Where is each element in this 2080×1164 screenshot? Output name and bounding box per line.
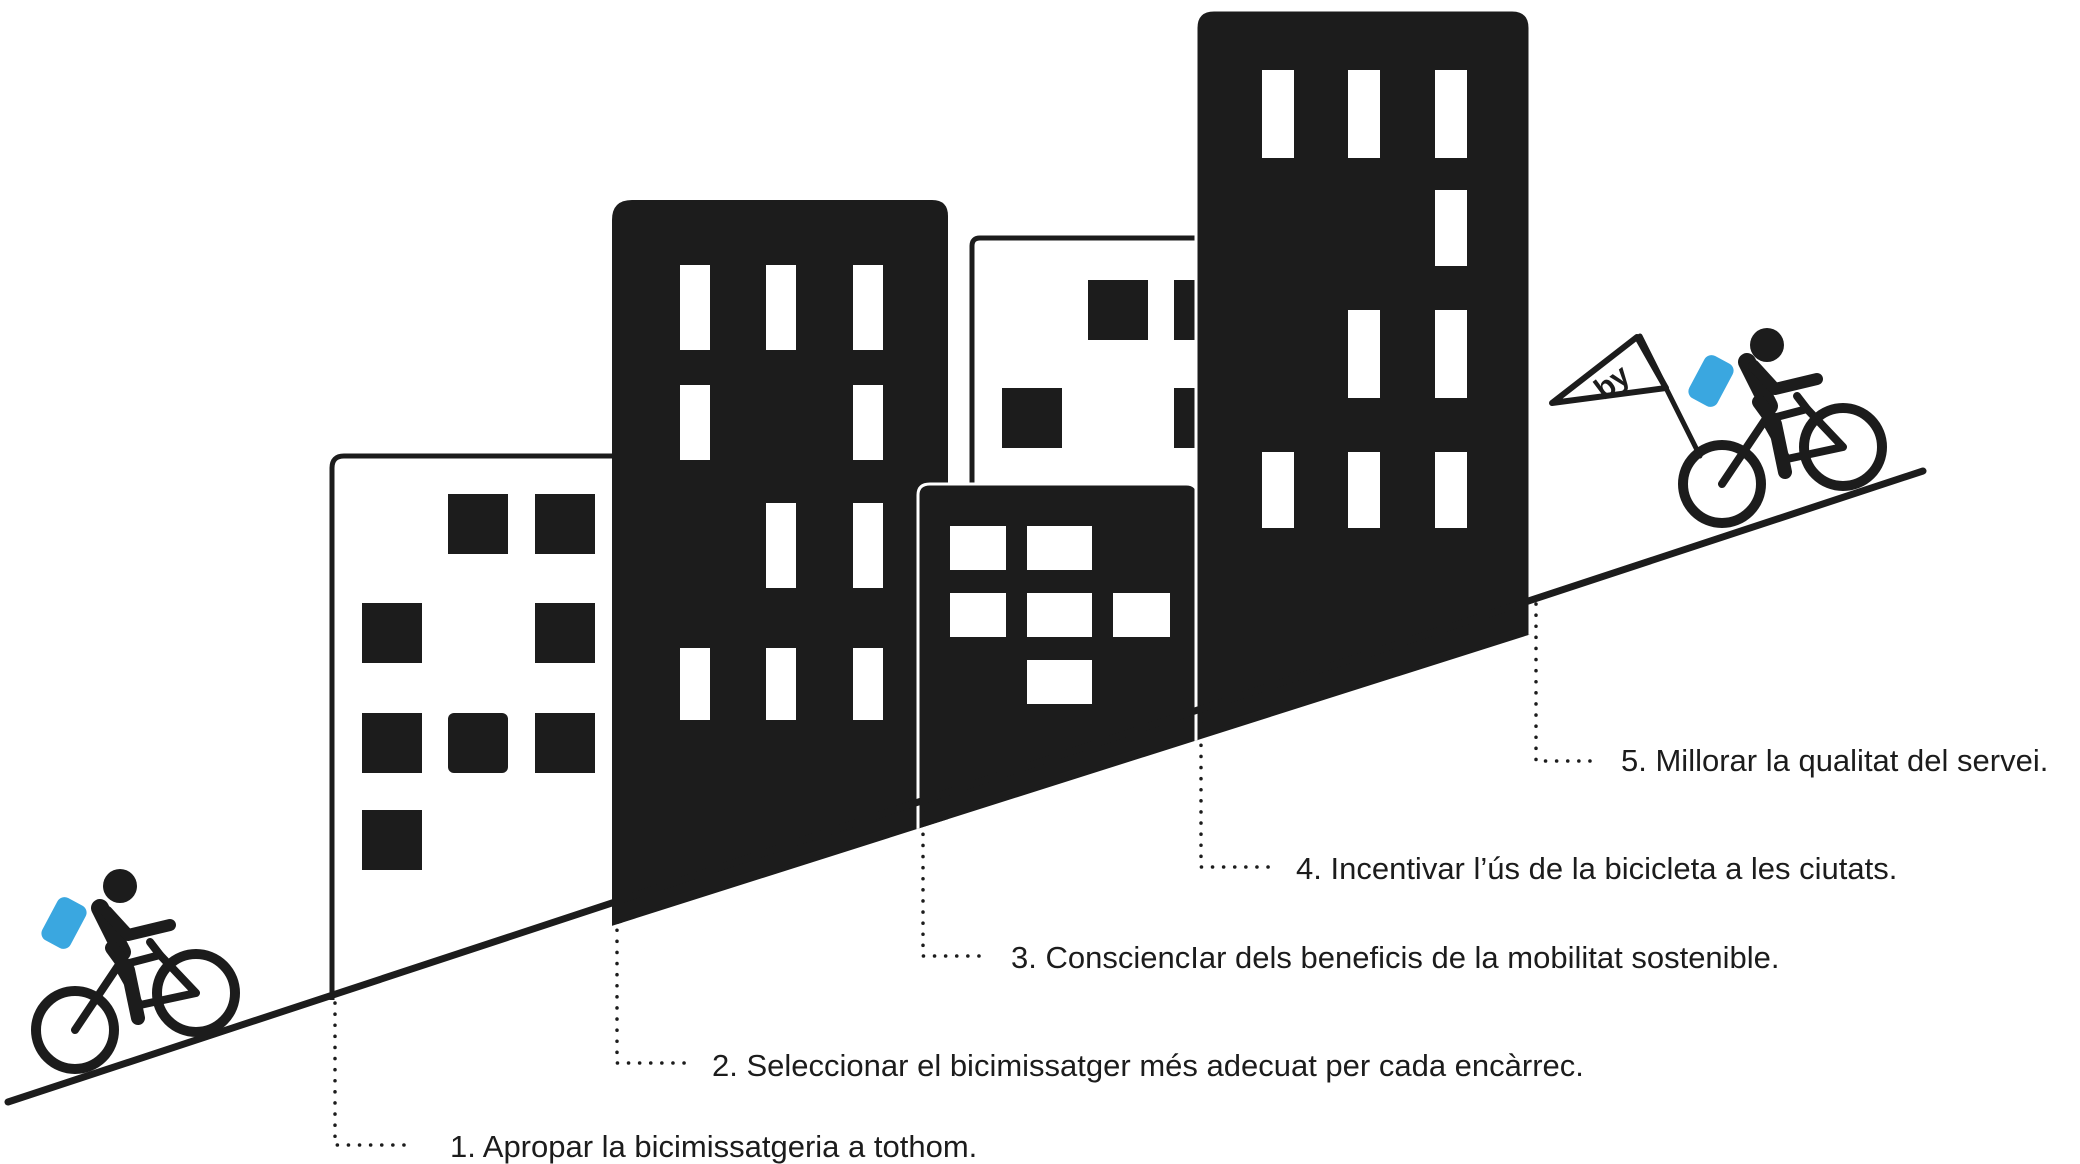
- goal-label-3: 3. ConsciencIar dels beneficis de la mob…: [1011, 942, 1780, 973]
- goal-number-2: 2.: [712, 1048, 738, 1083]
- goal-number-5: 5.: [1621, 743, 1647, 778]
- building-3-front: [916, 482, 1200, 1002]
- goal-label-4: 4. Incentivar l’ús de la bicicleta a les…: [1296, 853, 1897, 884]
- building-1: [329, 453, 623, 1000]
- goal-text-1: Apropar la bicimissatgeria a tothom.: [482, 1129, 978, 1164]
- goal-number-4: 4.: [1296, 851, 1322, 886]
- goal-text-5: Millorar la qualitat del servei.: [1655, 743, 2049, 778]
- cyclist-start-icon: [31, 869, 240, 1074]
- cyclist-finish-icon: by: [1549, 328, 1887, 528]
- leader-line-4: [1199, 710, 1274, 869]
- building-3-back: [969, 235, 1204, 520]
- hill-slope-line: [4, 467, 1927, 1106]
- goal-number-1: 1.: [450, 1129, 476, 1164]
- goal-label-5: 5. Millorar la qualitat del servei.: [1621, 745, 2048, 776]
- leader-lines: [333, 602, 1602, 1147]
- goal-number-3: 3.: [1011, 940, 1037, 975]
- flag-pennant: [1549, 334, 1669, 406]
- goal-text-3: ConsciencIar dels beneficis de la mobili…: [1045, 940, 1780, 975]
- leader-line-1: [333, 1001, 407, 1147]
- goal-label-2: 2. Seleccionar el bicimissatger més adec…: [712, 1050, 1584, 1081]
- goal-text-2: Seleccionar el bicimissatger més adecuat…: [746, 1048, 1584, 1083]
- leader-line-3: [921, 799, 992, 958]
- leader-line-2: [615, 906, 692, 1065]
- leader-line-5: [1534, 602, 1602, 763]
- goal-text-4: Incentivar l’ús de la bicicleta a les ci…: [1330, 851, 1898, 886]
- building-2: [612, 200, 948, 1000]
- goal-label-1: 1. Apropar la bicimissatgeria a tothom.: [450, 1131, 977, 1162]
